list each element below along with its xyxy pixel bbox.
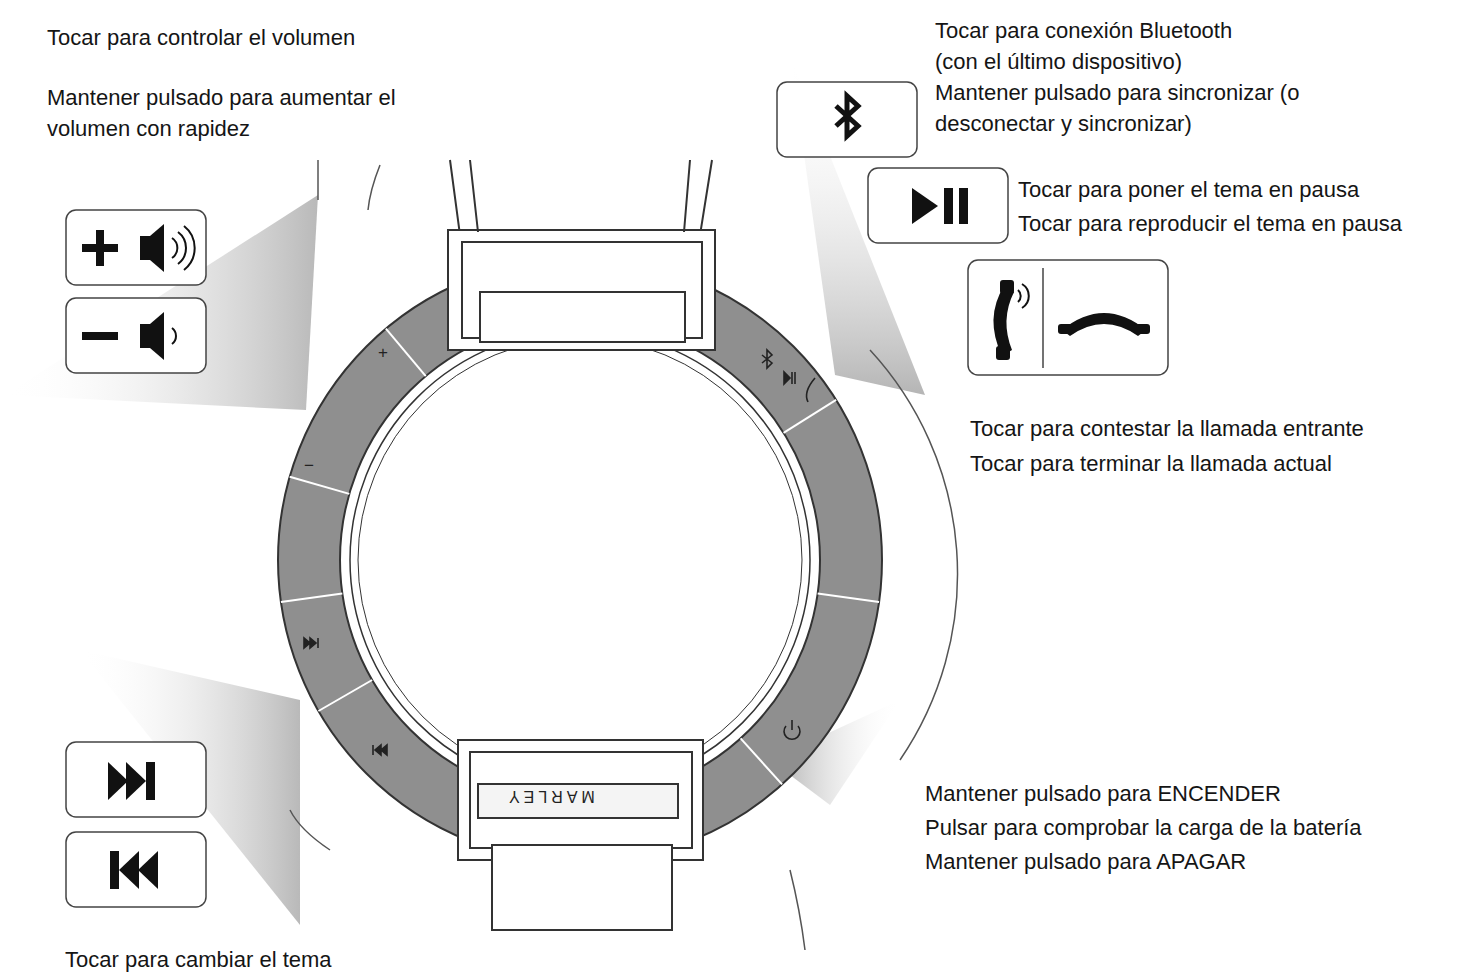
volume-down-icon bbox=[82, 312, 176, 360]
callout-text: Pulsar para comprobar la carga de la bat… bbox=[925, 812, 1362, 843]
callout-text: Tocar para controlar el volumen bbox=[47, 22, 355, 53]
ring-divider bbox=[281, 593, 342, 602]
brand-name: MARLEY bbox=[505, 786, 595, 806]
ring-divider bbox=[386, 329, 426, 376]
callout-text: Mantener pulsado para sincronizar (o des… bbox=[935, 77, 1317, 139]
ring-divider bbox=[318, 680, 372, 711]
callout-text: Tocar para poner el tema en pausa bbox=[1018, 174, 1359, 205]
ring-divider bbox=[290, 477, 350, 494]
next-icon bbox=[108, 762, 155, 800]
callout-fan bbox=[5, 195, 318, 410]
ring-divider bbox=[818, 593, 879, 602]
callout-text: Mantener pulsado para APAGAR bbox=[925, 846, 1246, 877]
callout-text: Mantener pulsado para aumentar el volume… bbox=[47, 82, 397, 144]
hinge bbox=[458, 740, 703, 930]
button-mark: + bbox=[378, 342, 388, 363]
callout-text: Mantener pulsado para ENCENDER bbox=[925, 778, 1281, 809]
callout-text: Tocar para cambiar el tema bbox=[65, 944, 332, 975]
headband bbox=[448, 160, 715, 350]
volume-up-icon bbox=[82, 224, 195, 272]
bluetooth-icon bbox=[836, 96, 858, 136]
callout-text: Tocar para contestar la llamada entrante bbox=[970, 413, 1364, 444]
button-mark: − bbox=[304, 455, 314, 476]
callout-text: Tocar para conexión Bluetooth (con el úl… bbox=[935, 15, 1280, 77]
callout-text: Tocar para reproducir el tema en pausa bbox=[1018, 208, 1402, 239]
ring-divider bbox=[741, 738, 782, 784]
ring-glyphs bbox=[304, 350, 815, 755]
ring-divider bbox=[784, 400, 837, 433]
previous-icon bbox=[110, 851, 158, 889]
phone-icon bbox=[993, 268, 1150, 368]
play-pause-icon bbox=[912, 188, 968, 224]
callout-text: Tocar para terminar la llamada actual bbox=[970, 448, 1332, 479]
